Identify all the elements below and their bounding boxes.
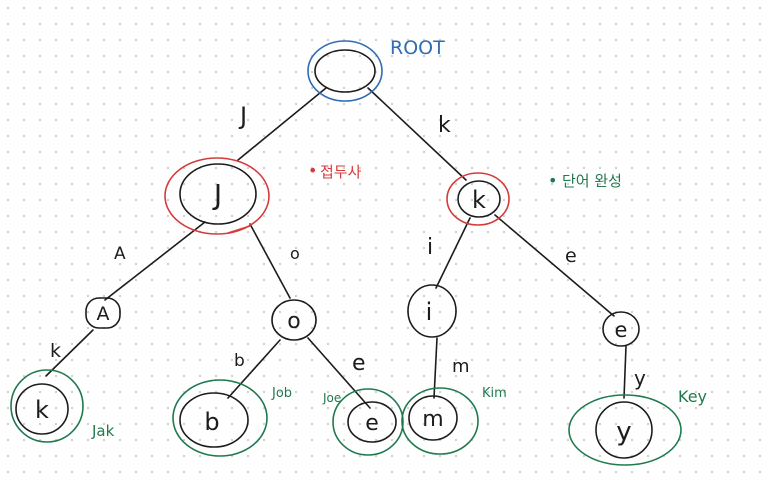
root-label: ROOT xyxy=(390,37,445,59)
word-label-jak: Jak xyxy=(91,422,115,440)
edge-k-i xyxy=(435,217,471,289)
node-key-y: y xyxy=(568,394,682,466)
node-k: k xyxy=(446,172,510,226)
edge-label-ob: b xyxy=(234,351,245,371)
node-i-label: i xyxy=(426,298,433,326)
word-label-job: Job xyxy=(271,386,292,401)
node-jak-k: k xyxy=(10,369,84,443)
node-job-b: b xyxy=(172,379,268,457)
node-kim-m-label: m xyxy=(422,407,443,432)
root-node: ROOT xyxy=(307,37,445,102)
edge-root-j xyxy=(237,87,327,161)
legend-word: • 단어 완성 xyxy=(548,171,622,190)
edge-label-o: o xyxy=(290,244,300,263)
edge-k-e xyxy=(494,214,615,317)
edge-e-y xyxy=(623,345,627,399)
node-e: e xyxy=(602,311,640,347)
word-label-kim: Kim xyxy=(482,386,507,401)
edge-label-oe: e xyxy=(352,351,366,376)
legend-prefix-marker: • xyxy=(308,161,317,180)
node-e-label: e xyxy=(615,318,628,342)
edge-label-k: k xyxy=(438,113,451,138)
edge-label-ak: k xyxy=(50,340,61,362)
node-job-b-label: b xyxy=(204,408,219,436)
edge-root-k xyxy=(367,87,467,181)
edge-o-b xyxy=(227,339,281,399)
node-kim-m: m xyxy=(401,387,479,455)
node-k-label: k xyxy=(472,186,486,214)
edge-label-e: e xyxy=(565,245,577,267)
edge-o-e xyxy=(307,337,371,409)
node-o-label: o xyxy=(287,309,300,334)
node-j: J xyxy=(164,157,270,235)
node-o: o xyxy=(271,299,317,341)
legend-prefix: • 접두사 xyxy=(308,161,362,181)
legend-prefix-label: 접두사 xyxy=(320,163,362,181)
word-label-joe: Joe xyxy=(322,391,341,405)
node-a: A xyxy=(85,297,121,329)
node-jak-k-label: k xyxy=(35,396,49,424)
edge-j-o xyxy=(249,223,291,299)
edge-label-ey: y xyxy=(634,366,646,390)
legend-word-marker: • xyxy=(548,171,557,190)
edge-a-k xyxy=(45,329,94,377)
edge-j-a xyxy=(104,221,206,301)
node-joe-e-label: e xyxy=(365,411,379,436)
node-joe-e: e xyxy=(332,388,404,456)
node-a-label: A xyxy=(97,303,110,325)
edge-label-j: J xyxy=(238,102,247,130)
edge-label-im: m xyxy=(452,356,470,377)
legend-word-label: 단어 완성 xyxy=(562,172,622,190)
node-key-y-label: y xyxy=(616,417,631,447)
edge-label-i: i xyxy=(427,235,433,260)
node-i: i xyxy=(407,284,457,338)
edge-label-a: A xyxy=(114,244,126,264)
node-j-label: J xyxy=(212,178,222,211)
word-label-key: Key xyxy=(678,387,707,406)
